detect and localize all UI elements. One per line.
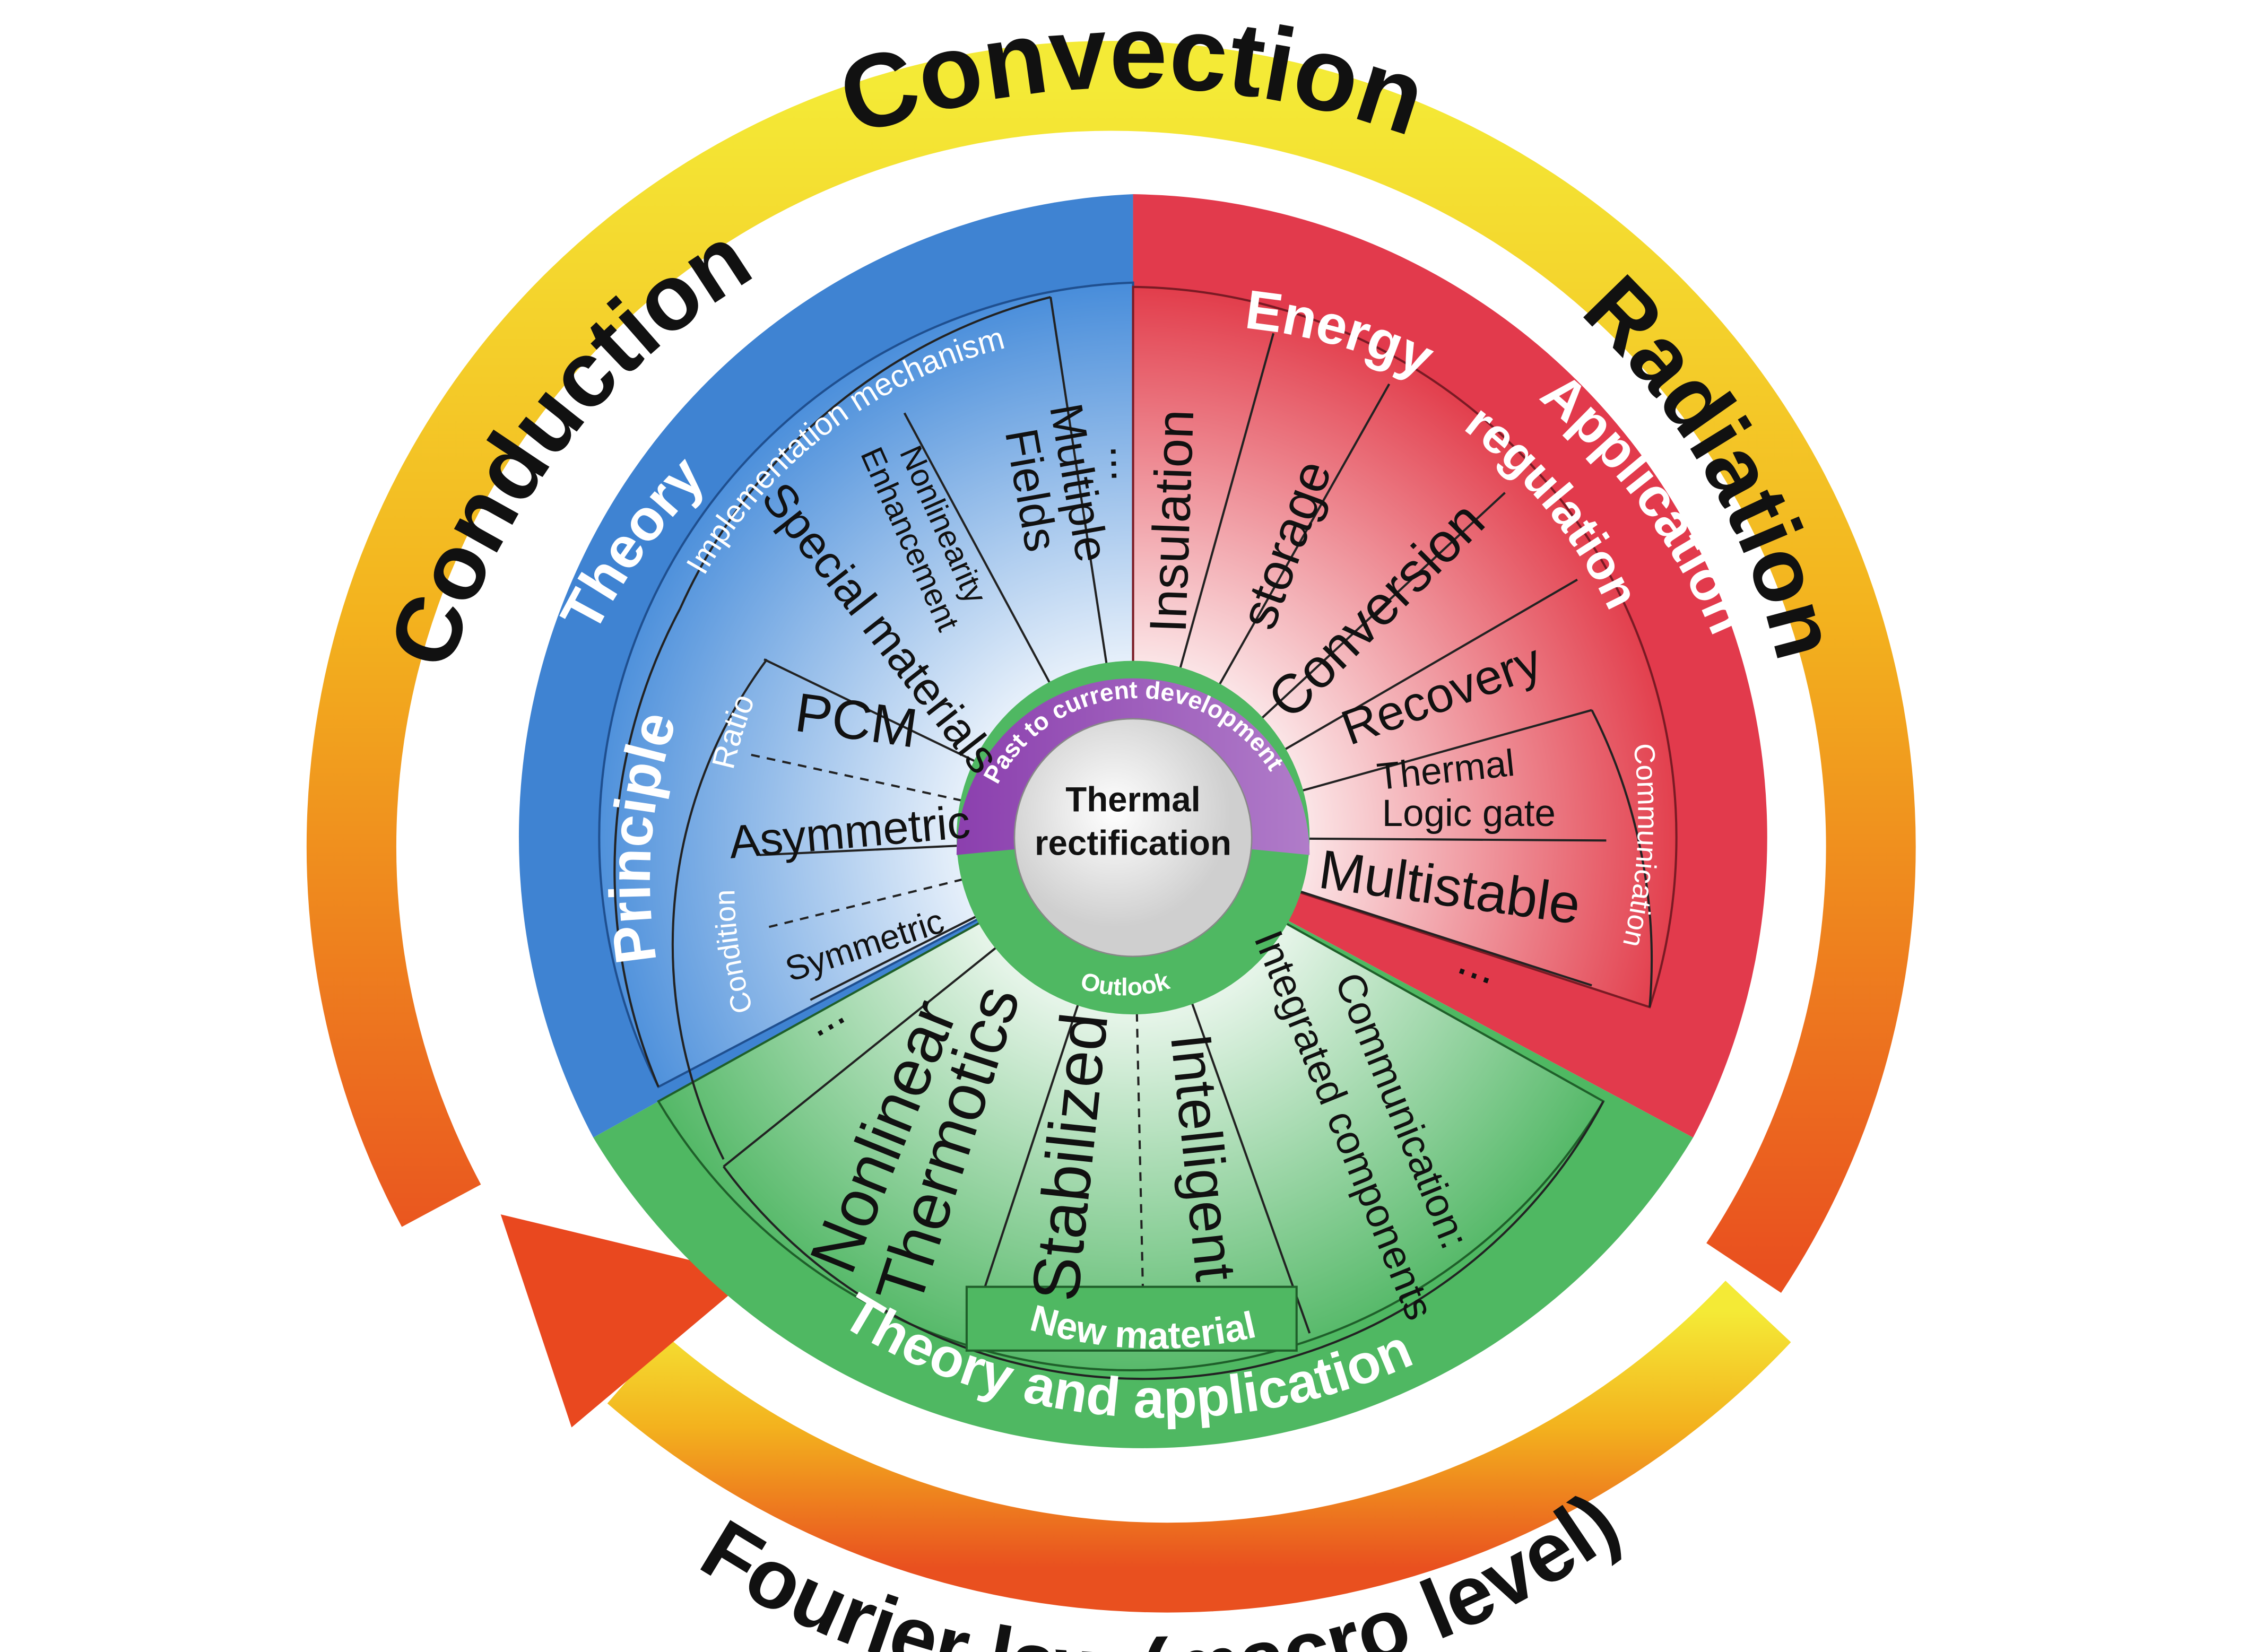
thermal-logic-label-2: Logic gate — [1382, 793, 1556, 834]
fourier-arrow-band — [607, 1281, 1791, 1613]
center-disc — [1013, 718, 1253, 958]
insulation-label: Insulation — [1139, 408, 1205, 634]
center-title-2: rectification — [1035, 824, 1231, 863]
outer-ring-arc — [306, 41, 1916, 1293]
outlook-inner — [657, 836, 1605, 1371]
new-material-box — [965, 1285, 1298, 1352]
fourier-arrowhead — [500, 1214, 753, 1428]
theory-ellipsis: ... — [1101, 444, 1150, 482]
center-title-1: Thermal — [1065, 780, 1201, 819]
